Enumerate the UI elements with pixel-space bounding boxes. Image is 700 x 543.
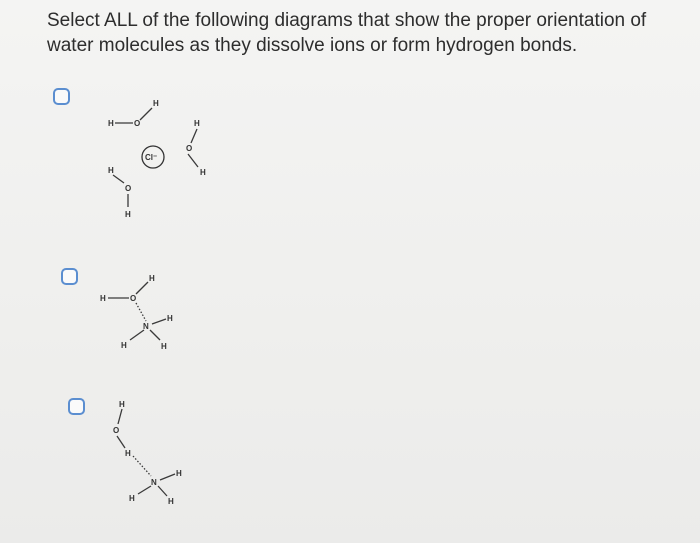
- option-c-diagram: H O H N H H H: [113, 400, 182, 506]
- atom-h: H: [153, 99, 159, 108]
- atom-h: H: [194, 119, 200, 128]
- atom-h: H: [200, 168, 206, 177]
- atom-h: H: [119, 400, 125, 409]
- bond: [129, 329, 145, 341]
- bond: [159, 473, 176, 481]
- atom-o: O: [125, 184, 131, 193]
- atom-h: H: [161, 342, 167, 351]
- hydrogen-bond: [135, 302, 147, 322]
- atom-o: O: [130, 294, 136, 303]
- bond: [151, 318, 167, 325]
- bond: [135, 281, 149, 295]
- bond: [116, 435, 126, 449]
- option-b-checkbox[interactable]: [61, 268, 78, 285]
- atom-h: H: [125, 449, 131, 458]
- atom-h: H: [129, 494, 135, 503]
- atom-h: H: [108, 119, 114, 128]
- ion-circle: [141, 145, 165, 169]
- atom-n: N: [143, 322, 149, 331]
- atom-h: H: [176, 469, 182, 478]
- bond: [117, 408, 123, 425]
- atom-h: H: [168, 497, 174, 506]
- bond: [149, 329, 161, 341]
- atom-h: H: [167, 314, 173, 323]
- bond: [190, 128, 198, 144]
- option-a-diagram: H O H Cl⁻ H O H H O H: [108, 99, 206, 219]
- bond: [112, 174, 125, 184]
- atom-o: O: [113, 426, 119, 435]
- bond: [137, 485, 152, 495]
- hydrogen-bond: [132, 455, 152, 477]
- bond: [187, 153, 199, 168]
- ion-label: Cl⁻: [145, 153, 157, 162]
- option-a-checkbox[interactable]: [53, 88, 70, 105]
- bond: [157, 485, 168, 497]
- atom-h: H: [121, 341, 127, 350]
- atom-h: H: [100, 294, 106, 303]
- question-text: Select ALL of the following diagrams tha…: [47, 10, 647, 56]
- bond: [139, 107, 153, 121]
- option-c-checkbox[interactable]: [68, 398, 85, 415]
- atom-o: O: [186, 144, 192, 153]
- atom-n: N: [151, 478, 157, 487]
- option-b-diagram: H O H N H H H: [100, 274, 173, 351]
- atom-h: H: [108, 166, 114, 175]
- atom-h: H: [149, 274, 155, 283]
- atom-o: O: [134, 119, 140, 128]
- atom-h: H: [125, 210, 131, 219]
